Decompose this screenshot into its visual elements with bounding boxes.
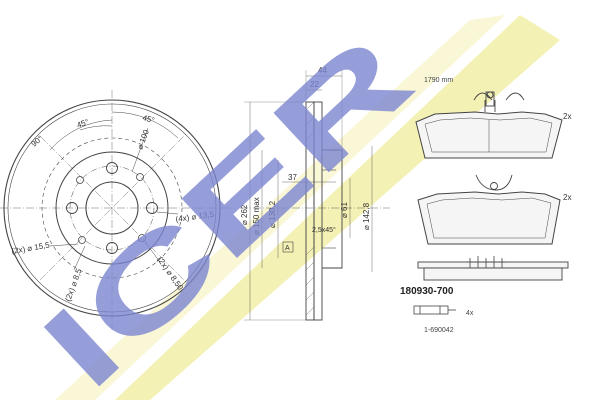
small-hole-br	[138, 234, 146, 242]
watermark-letters: ICER	[18, 11, 437, 400]
angle-45-right-label: 45°	[141, 113, 155, 125]
bolt-hole-left	[66, 202, 78, 214]
kit-info: 180930-700 4x 1-690042	[400, 286, 474, 334]
chamfer-label: 2,5x45°	[312, 226, 336, 234]
watermark-stripes	[55, 15, 560, 400]
pad-side-backplate	[417, 261, 569, 269]
centerline-diag-a	[39, 135, 187, 283]
watermark-stripe-upper	[115, 15, 560, 400]
bolt-hole-right	[146, 202, 158, 214]
angle-arc-90	[49, 119, 113, 151]
angle-arc-45-right	[111, 111, 179, 139]
dim-150-label: ⌀ 150 max	[252, 197, 261, 235]
sensor-note: 1790 mm	[424, 77, 453, 84]
leader-bolt	[156, 211, 179, 215]
ref-a-label: A	[285, 245, 290, 252]
disc-plate-outer-right	[313, 101, 323, 321]
watermark-stripe-lower	[55, 15, 505, 400]
disc-pcd-circle	[69, 165, 155, 251]
brake-pads	[415, 91, 569, 281]
accessory-qty: 4x	[466, 310, 474, 317]
pad-clip-middle	[475, 174, 513, 191]
dim-130-label: ⌀ 130,2	[268, 200, 277, 228]
small-hole-bl	[78, 236, 86, 244]
accessory-number: 1-690042	[424, 327, 454, 334]
leader-hole-c	[73, 245, 86, 271]
centerline-diag-b	[39, 133, 187, 281]
dim-22-label: 22	[310, 80, 319, 89]
angle-45-inner-label: 45°	[76, 117, 90, 130]
pad-top-qty: 2x	[563, 112, 571, 121]
hole-a-label: (2x) ⌀ 15,5	[11, 240, 51, 256]
dim-262-label: ⌀ 262	[240, 204, 249, 225]
bolt-hole-top	[106, 162, 118, 174]
pad-labels: 1790 mm 2x 2x	[424, 77, 571, 202]
accessory-clip-icon	[413, 305, 456, 315]
dim-44-label: 44	[318, 66, 327, 75]
pcd-label: ⌀ 100	[135, 128, 151, 151]
disc-section-view	[240, 70, 390, 321]
disc-section-labels: 44 22 37 ⌀ 262 ⌀ 150 max ⌀ 130,2 ⌀ 61 ⌀ …	[240, 66, 371, 252]
small-hole-tr	[136, 173, 144, 181]
leader-hole-a	[49, 243, 79, 247]
watermark-text: ICER	[18, 11, 437, 400]
disc-front-view	[0, 90, 235, 330]
pad-side-spring	[466, 256, 506, 268]
leader-pcd	[131, 127, 149, 173]
angle-arc-45-left	[79, 125, 113, 131]
pad-bottom-qty: 2x	[563, 193, 571, 202]
dim-61-label: ⌀ 61	[340, 202, 349, 218]
wear-sensor-clip	[473, 91, 525, 112]
dim-142-label: ⌀ 142,8	[362, 202, 371, 230]
leader-hole-b	[144, 241, 161, 263]
disc-vent-hatch	[305, 101, 315, 316]
small-hole-tl	[76, 176, 84, 184]
pad-side-friction	[423, 267, 563, 281]
ref-a-box	[282, 241, 294, 253]
dim-37-label: 37	[288, 173, 297, 182]
bolt-hole-bottom	[106, 242, 118, 254]
pad-bottom-friction	[426, 197, 552, 239]
kit-part-number: 180930-700	[400, 286, 454, 297]
disc-hat-profile	[322, 149, 343, 269]
pad-bottom-outline	[417, 191, 561, 245]
pad-top-friction	[424, 117, 553, 153]
